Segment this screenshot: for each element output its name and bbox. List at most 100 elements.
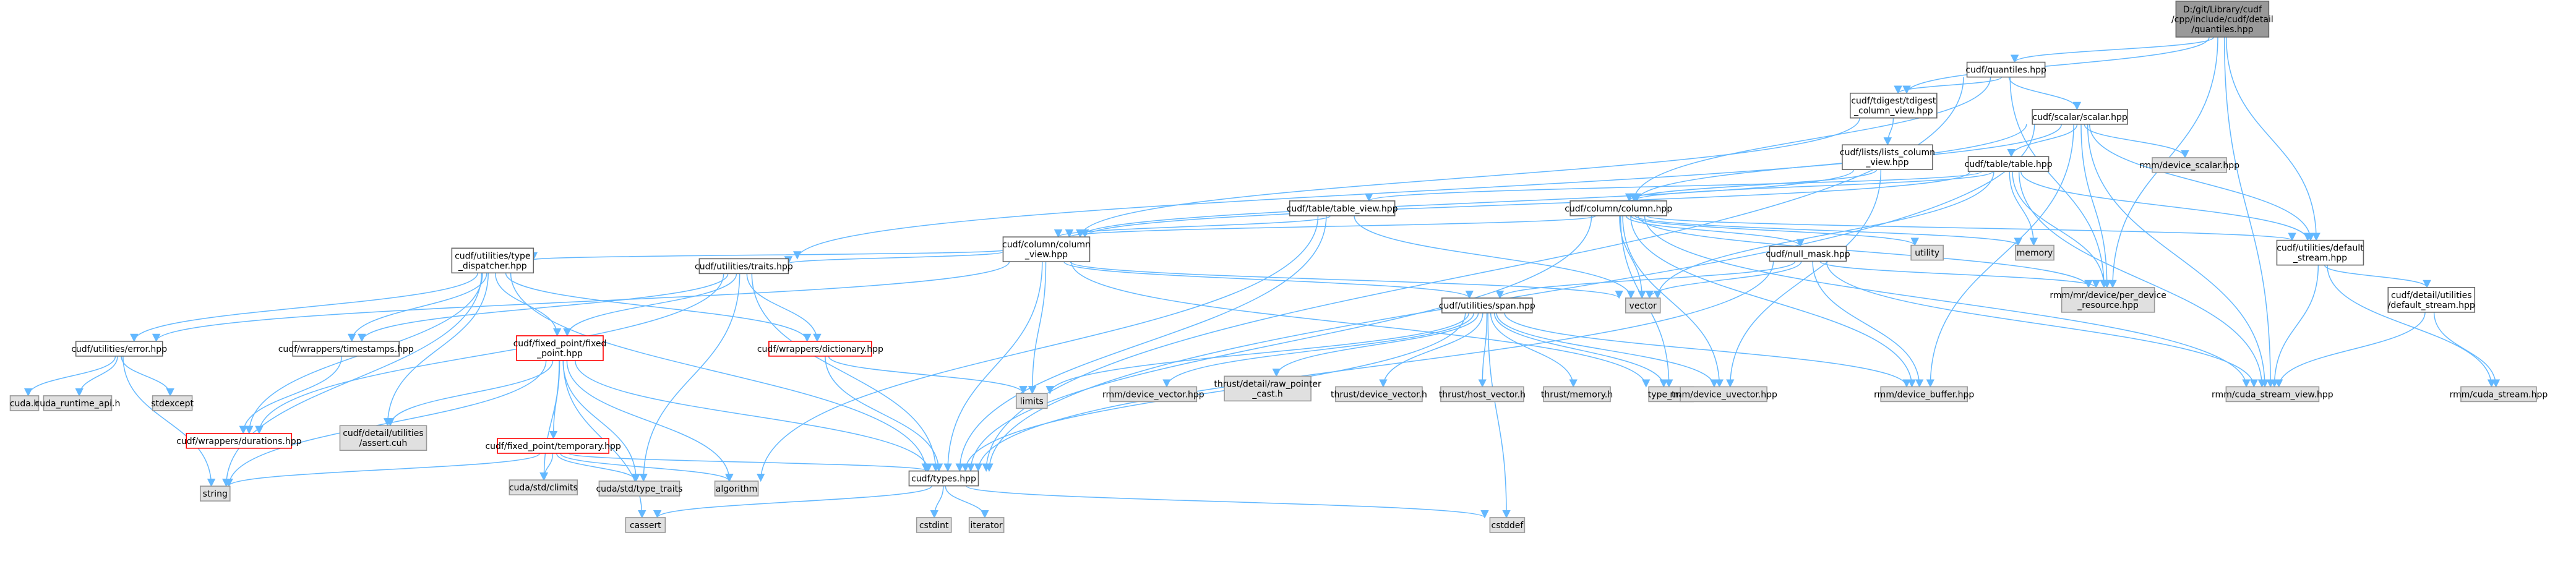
edge-types-to-cassert [653, 485, 932, 519]
node-dictionary[interactable]: cudf/wrappers/dictionary.hpp [757, 341, 883, 357]
node-span[interactable]: cudf/utilities/span.hpp [1439, 297, 1535, 314]
node-label: cudf/scalar/scalar.hpp [2033, 113, 2127, 122]
node-box [916, 517, 952, 533]
node-durations[interactable]: cudf/wrappers/durations.hpp [176, 432, 302, 449]
edge-null-mask-to-cuda-stream-view [1826, 261, 2259, 388]
node-label: rmm/device_buffer.hpp [1874, 390, 1974, 400]
node-timestamps[interactable]: cudf/wrappers/timestamps.hpp [278, 341, 414, 357]
node-box [1440, 386, 1524, 403]
node-types[interactable]: cudf/types.hpp [908, 470, 979, 487]
node-box [1842, 144, 1933, 171]
node-label: cudf/utilities/default [2277, 244, 2364, 254]
node-box [2460, 386, 2537, 403]
edge-lists-view-to-device-uvector [1726, 169, 1882, 388]
edge-quantiles-to-tdigest [1894, 76, 2003, 95]
node-box [339, 425, 427, 451]
node-label: cudf/fixed_point/temporary.hpp [485, 442, 620, 451]
node-column-view[interactable]: cudf/column/column_view.hpp [1002, 236, 1091, 262]
node-null-mask[interactable]: cudf/null_mask.hpp [1766, 246, 1850, 262]
node-thrust-memory: thrust/memory.h [1541, 386, 1613, 403]
node-default-stream[interactable]: cudf/utilities/default_stream.hpp [2276, 239, 2364, 266]
node-label: /quantiles.hpp [2191, 25, 2253, 35]
node-thrust-host-vector: thrust/host_vector.h [1439, 386, 1526, 403]
node-device-scalar: rmm/device_scalar.hpp [2139, 157, 2239, 173]
node-root[interactable]: D:/git/Library/cudf/cpp/include/cudf/det… [2171, 1, 2273, 38]
node-label: _view.hpp [1865, 158, 1908, 168]
node-error[interactable]: cudf/utilities/error.hpp [71, 341, 167, 357]
node-label: _cast.h [1252, 389, 1282, 399]
node-label: cassert [630, 521, 661, 531]
node-label: thrust/detail/raw_pointer [1214, 379, 1321, 389]
node-scalar[interactable]: cudf/scalar/scalar.hpp [2032, 109, 2128, 125]
node-detail-default-stream[interactable]: cudf/detail/utilities/default_stream.hpp [2387, 287, 2476, 313]
node-label: _dispatcher.hpp [458, 261, 527, 271]
node-table-view[interactable]: cudf/table/table_view.hpp [1287, 200, 1398, 216]
node-box [1769, 246, 1847, 262]
node-box [152, 395, 193, 411]
edge-table-to-cuda-stream-view [2018, 171, 2267, 388]
edge-span-to-thrust-device-vector [1379, 312, 1483, 388]
node-box [199, 485, 231, 502]
edge-temporary-to-string [225, 453, 541, 487]
node-tdigest[interactable]: cudf/tdigest/tdigest_column_view.hpp [1850, 92, 1938, 119]
node-box [908, 470, 979, 487]
node-table[interactable]: cudf/table/table.hpp [1965, 156, 2053, 172]
node-type-dispatcher[interactable]: cudf/utilities/type_dispatcher.hpp [451, 247, 535, 274]
edge-traits-to-fixed-point [563, 273, 737, 337]
edge-table-to-column [1629, 171, 1994, 202]
edge-root-to-cuda-stream-view [2223, 36, 2275, 388]
node-per-device: rmm/mr/device/per_device_resource.hpp [2050, 287, 2166, 313]
edge-column-view-to-type-traits [1071, 262, 1651, 388]
edge-fixed-point-to-cuda-std-climits [539, 360, 560, 481]
node-label: algorithm [716, 484, 758, 494]
node-temporary[interactable]: cudf/fixed_point/temporary.hpp [485, 438, 621, 454]
edge-table-to-vector [1653, 171, 1994, 299]
node-label: /cpp/include/cudf/detail [2171, 15, 2273, 25]
node-label: cudf/wrappers/durations.hpp [176, 437, 301, 446]
edge-default-stream-to-cuda-stream [2327, 265, 2496, 388]
node-label: cudf/utilities/type [455, 251, 530, 261]
edge-column-to-per-device [1638, 215, 2093, 289]
node-box [1489, 517, 1526, 533]
node-box [968, 517, 1005, 533]
edge-quantiles-to-per-device [2009, 77, 2108, 289]
node-label: cstddef [1492, 521, 1524, 531]
edge-table-view-to-column-view [1054, 215, 1331, 238]
edge-column-view-to-types [943, 262, 1043, 472]
edge-fixed-point-to-algorithm [566, 360, 734, 482]
node-assert-cuh: cudf/detail/utilities/assert.cuh [339, 425, 427, 451]
node-box [43, 395, 113, 411]
node-column[interactable]: cudf/column/column.hpp [1565, 200, 1672, 216]
node-label: thrust/memory.h [1541, 390, 1613, 400]
node-cuda-stream: rmm/cuda_stream.hpp [2450, 386, 2548, 403]
edge-span-to-thrust-memory [1490, 312, 1578, 388]
node-box [2152, 157, 2227, 173]
node-label: cuda/std/climits [509, 483, 578, 493]
node-box [625, 517, 666, 533]
edge-default-stream-to-cuda-stream-view [2270, 265, 2319, 388]
node-label: cudf/wrappers/timestamps.hpp [278, 344, 414, 354]
node-cstddef: cstddef [1489, 517, 1526, 533]
edge-error-to-stdexcept [121, 356, 174, 397]
node-quantiles[interactable]: cudf/quantiles.hpp [1965, 61, 2046, 78]
edge-error-to-cuda-h [24, 356, 116, 397]
node-lists-view[interactable]: cudf/lists/lists_column_view.hpp [1840, 144, 1935, 171]
node-label: _view.hpp [1024, 250, 1068, 260]
node-box [186, 432, 293, 449]
node-label: D:/git/Library/cudf [2183, 5, 2262, 15]
node-cstdint: cstdint [916, 517, 952, 533]
edge-scalar-to-table [2007, 124, 2078, 158]
node-label: cudf/detail/utilities [343, 429, 423, 438]
node-fixed-point[interactable]: cudf/fixed_point/fixed_point.hpp [513, 335, 607, 361]
edge-scalar-to-traits [793, 124, 2027, 260]
edge-dictionary-to-limits [828, 356, 1028, 395]
edge-table-to-default-stream [2020, 171, 2312, 241]
edge-column-view-to-span [1063, 261, 1474, 299]
node-traits[interactable]: cudf/utilities/traits.hpp [695, 258, 793, 275]
node-box [509, 479, 578, 495]
node-box [1015, 393, 1048, 409]
node-label: _resource.hpp [2077, 301, 2139, 310]
edge-scalar-to-device-scalar [2084, 124, 2189, 159]
edge-column-to-device-buffer [1630, 215, 1917, 388]
node-box [1850, 92, 1938, 119]
